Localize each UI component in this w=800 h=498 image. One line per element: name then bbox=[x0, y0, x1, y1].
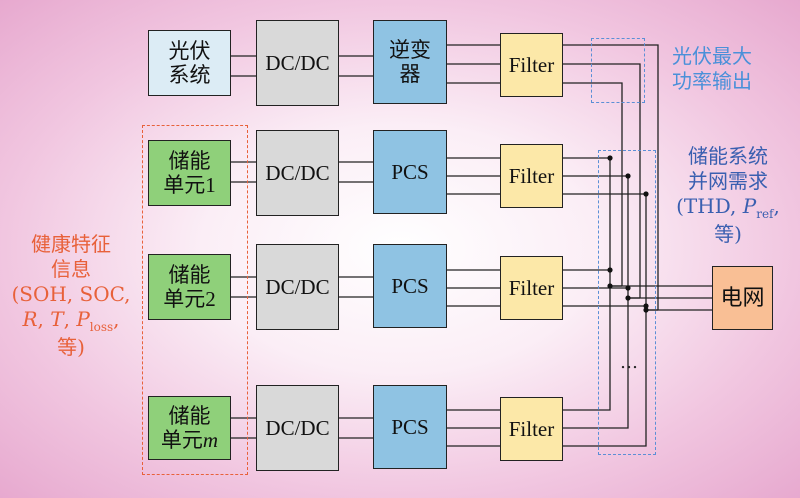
grid-request-label: 储能系统 并网需求 (THD, Pref, 等) bbox=[664, 144, 792, 247]
storage-unit-2-box: 储能 单元2 bbox=[148, 254, 231, 320]
pv-system-box: 光伏 系统 bbox=[148, 30, 231, 96]
storage-2-dcdc-box: DC/DC bbox=[256, 244, 339, 330]
storage-1-dcdc-box: DC/DC bbox=[256, 130, 339, 216]
storage-2-pcs-box: PCS bbox=[373, 244, 447, 328]
health-line2: 信息 bbox=[51, 257, 91, 281]
health-info-dashed-frame bbox=[142, 125, 248, 475]
health-info-label: 健康特征 信息 (SOH, SOC, R, T, Ploss, 等) bbox=[0, 232, 142, 360]
storage-m-pcs-box: PCS bbox=[373, 385, 447, 469]
pv-inverter-box: 逆变 器 bbox=[373, 20, 447, 104]
health-line3: (SOH, SOC, bbox=[11, 282, 131, 306]
grid-box: 电网 bbox=[712, 266, 773, 330]
grid-request-line1: 储能系统 bbox=[688, 144, 768, 168]
grid-request-line4: 等) bbox=[714, 222, 742, 246]
health-line4: R, T, Ploss, bbox=[22, 307, 120, 334]
storage-1-filter-box: Filter bbox=[500, 144, 563, 208]
storage-unit-m-box: 储能 单元m bbox=[148, 396, 231, 460]
grid-requirement-dashed-frame bbox=[598, 150, 656, 455]
pv-max-power-label: 光伏最大 功率输出 bbox=[672, 44, 752, 93]
storage-unit-m-label: 储能 单元m bbox=[160, 403, 219, 452]
pv-max-power-dashed-frame bbox=[591, 38, 645, 103]
grid-request-line3: (THD, Pref, bbox=[676, 194, 780, 221]
storage-m-dcdc-box: DC/DC bbox=[256, 385, 339, 471]
storage-m-filter-box: Filter bbox=[500, 397, 563, 461]
storage-1-pcs-box: PCS bbox=[373, 130, 447, 214]
storage-unit-1-box: 储能 单元1 bbox=[148, 140, 231, 206]
grid-request-line2: 并网需求 bbox=[688, 169, 768, 193]
pv-filter-box: Filter bbox=[500, 33, 563, 97]
health-line5: 等) bbox=[57, 335, 85, 359]
more-units-ellipsis: … bbox=[620, 352, 639, 373]
health-line1: 健康特征 bbox=[31, 232, 111, 256]
storage-2-filter-box: Filter bbox=[500, 256, 563, 320]
pv-dcdc-box: DC/DC bbox=[256, 20, 339, 106]
